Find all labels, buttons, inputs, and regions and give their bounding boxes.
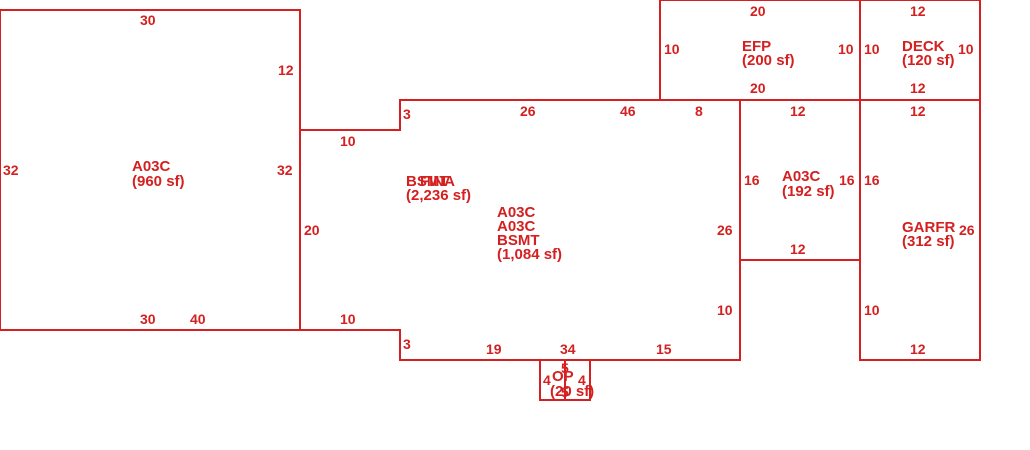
dim-label: 20 xyxy=(750,80,766,96)
dim-label: 30 xyxy=(140,311,156,327)
dim-label: 10 xyxy=(664,41,680,57)
op-area: (20 sf) xyxy=(550,383,594,400)
dim-label: 40 xyxy=(190,311,206,327)
efp-area: (200 sf) xyxy=(742,52,795,69)
a03c-bsmt-line2: A03C xyxy=(497,218,536,235)
dim-label: 26 xyxy=(520,103,536,119)
deck-name: DECK xyxy=(902,38,945,55)
dim-label: 10 xyxy=(340,311,356,327)
garfr-name: GARFR xyxy=(902,219,955,236)
dim-label: 15 xyxy=(656,341,672,357)
op-name: OP xyxy=(552,368,574,385)
dim-label: 20 xyxy=(304,222,320,238)
dim-label: 12 xyxy=(910,80,926,96)
dim-label: 4 xyxy=(543,372,551,388)
dim-label: 3 xyxy=(403,106,411,122)
garfr-outline xyxy=(859,99,981,361)
dim-label: 10 xyxy=(838,41,854,57)
dim-label: 12 xyxy=(790,241,806,257)
dim-label: 10 xyxy=(958,41,974,57)
dim-label: 4 xyxy=(578,372,586,388)
dim-label: 8 xyxy=(695,103,703,119)
bsmt-area: (2,236 sf) xyxy=(406,187,471,204)
dim-label: 12 xyxy=(910,103,926,119)
dim-label: 5 xyxy=(561,360,569,376)
dim-label: 32 xyxy=(277,162,293,178)
a03c-960-outline xyxy=(0,9,301,331)
a03c-960-area: (960 sf) xyxy=(132,173,185,190)
dim-label: 26 xyxy=(959,222,975,238)
bsmt-outline xyxy=(300,99,741,361)
efp-name: EFP xyxy=(742,38,771,55)
bsmt-name-a: BSMT xyxy=(406,173,449,190)
dim-label: 46 xyxy=(620,103,636,119)
dim-label: 10 xyxy=(717,302,733,318)
deck-area: (120 sf) xyxy=(902,52,955,69)
a03c-bsmt-line1: A03C xyxy=(497,204,536,221)
dim-label: 10 xyxy=(340,133,356,149)
a03c-bsmt-area: (1,084 sf) xyxy=(497,246,562,263)
dim-label: 16 xyxy=(744,172,760,188)
dim-label: 30 xyxy=(140,12,156,28)
dim-label: 12 xyxy=(910,341,926,357)
a03c-192-name: A03C xyxy=(782,168,821,185)
dim-label: 16 xyxy=(864,172,880,188)
dim-label: 12 xyxy=(910,3,926,19)
dim-label: 5 xyxy=(561,384,569,400)
dim-label: 10 xyxy=(864,302,880,318)
dim-label: 26 xyxy=(717,222,733,238)
dim-label: 16 xyxy=(839,172,855,188)
dim-label: 20 xyxy=(750,3,766,19)
a03c-bsmt-line3: BSMT xyxy=(497,232,540,249)
dim-label: 3 xyxy=(403,336,411,352)
dim-label: 34 xyxy=(560,341,576,357)
dim-label: 12 xyxy=(790,103,806,119)
dim-label: 19 xyxy=(486,341,502,357)
dim-label: 12 xyxy=(278,62,294,78)
a03c-192-area: (192 sf) xyxy=(782,183,835,200)
bsmt-name-b: FINA xyxy=(420,173,455,190)
dim-label: 32 xyxy=(3,162,19,178)
a03c-960-name: A03C xyxy=(132,158,171,175)
garfr-area: (312 sf) xyxy=(902,233,955,250)
dim-label: 10 xyxy=(864,41,880,57)
